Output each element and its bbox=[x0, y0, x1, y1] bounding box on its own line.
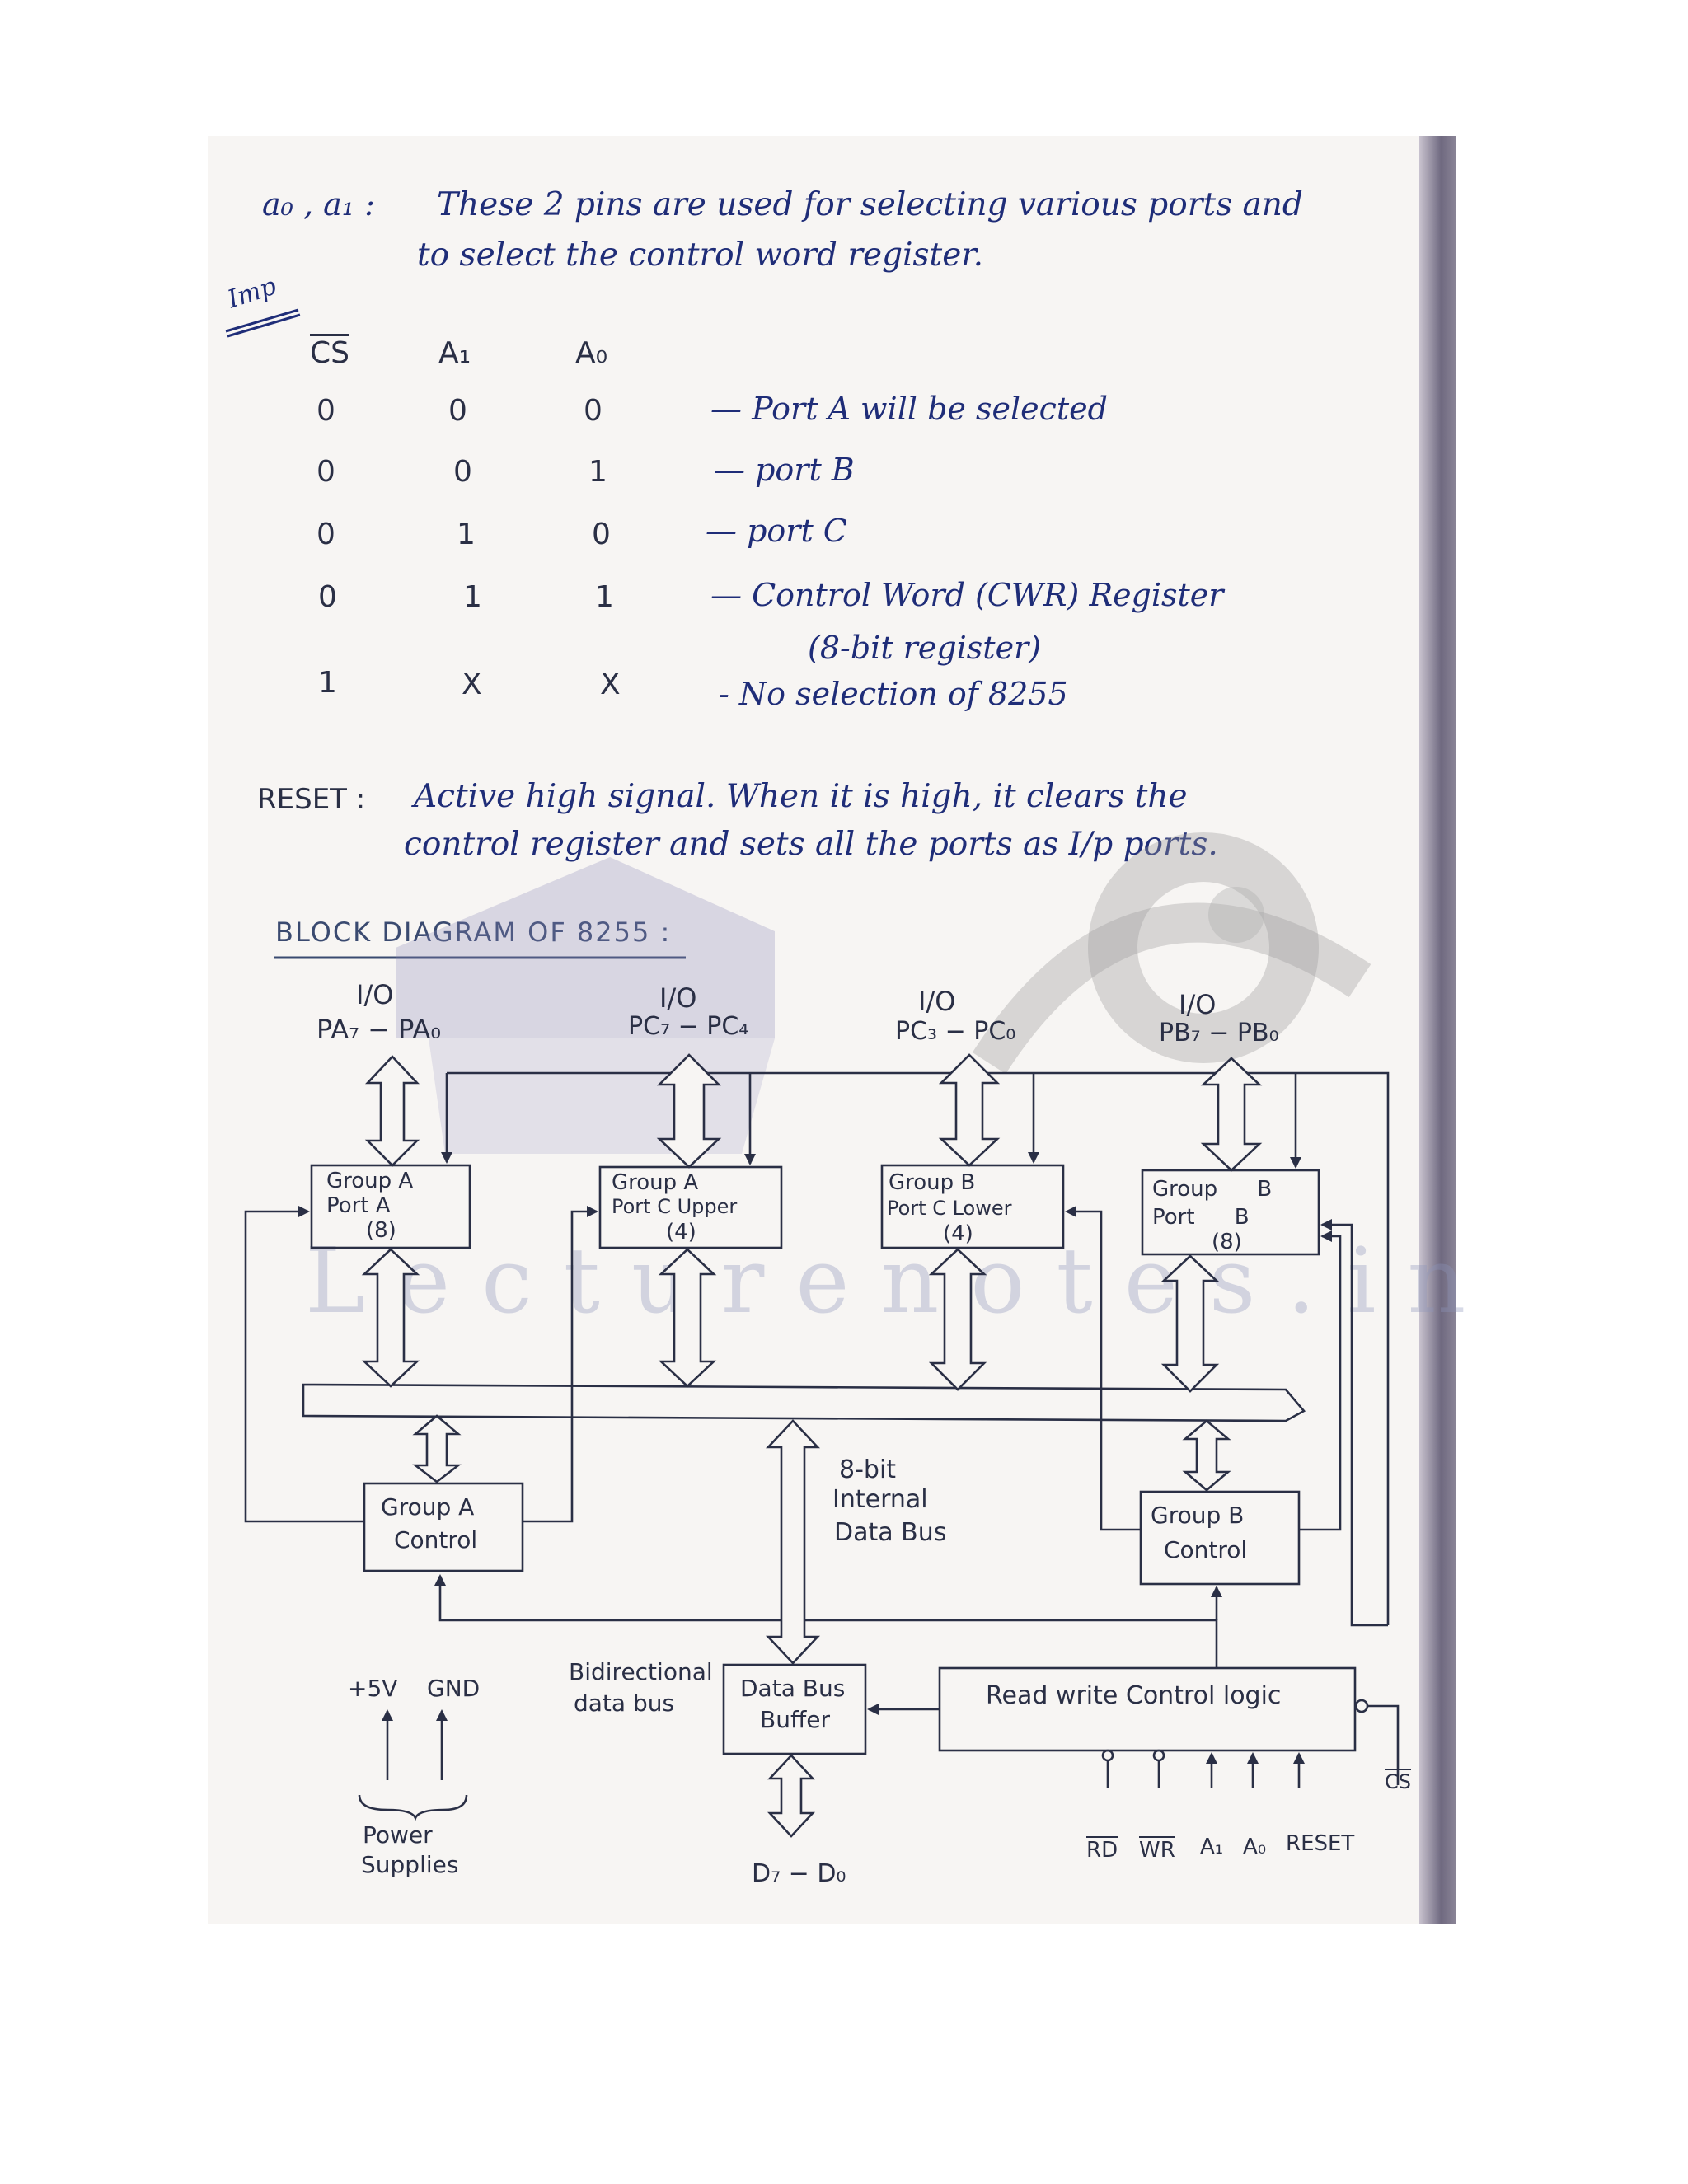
data-bus-buffer-label-2: Buffer bbox=[760, 1706, 830, 1733]
port-a-label-3: (8) bbox=[366, 1218, 396, 1243]
port-a-pins: PA₇ − PA₀ bbox=[316, 1014, 442, 1045]
diagram-title: BLOCK DIAGRAM OF 8255 : bbox=[275, 916, 672, 948]
header-a1: A₁ bbox=[438, 336, 471, 370]
power-5v-label: +5V bbox=[348, 1675, 398, 1702]
port-cu-label-3: (4) bbox=[666, 1220, 696, 1244]
group-b-control-label-2: Control bbox=[1164, 1536, 1248, 1563]
reset-line-1: Active high signal. When it is high, it … bbox=[414, 778, 1188, 815]
row2-desc: — port B bbox=[714, 452, 855, 488]
row4-desc-2: (8-bit register) bbox=[808, 630, 1042, 666]
row5-desc: - No selection of 8255 bbox=[719, 676, 1068, 712]
pins-label: a₀ , a₁ : bbox=[262, 186, 375, 223]
port-a-io: I/O bbox=[356, 979, 394, 1010]
row1-a0: 0 bbox=[584, 394, 603, 428]
pin-a0: A₀ bbox=[1243, 1835, 1267, 1859]
port-cl-label-1: Group B bbox=[889, 1170, 976, 1195]
group-a-control-label-2: Control bbox=[394, 1526, 478, 1554]
bidirectional-label-2: data bus bbox=[574, 1690, 675, 1717]
group-a-control-label-1: Group A bbox=[381, 1493, 475, 1521]
pin-a1: A₁ bbox=[1200, 1835, 1224, 1859]
row4-cs: 0 bbox=[318, 580, 337, 614]
port-b-label-1: Group B bbox=[1152, 1177, 1273, 1202]
watermark-text: Lecturenotes.in bbox=[305, 1228, 1498, 1333]
bus-arrow-pc-lower bbox=[938, 1053, 1001, 1167]
internal-bus-bar bbox=[302, 1383, 1306, 1422]
port-b-io: I/O bbox=[1179, 989, 1217, 1020]
row3-a1: 1 bbox=[457, 518, 476, 551]
group-b-control-block bbox=[1139, 1490, 1301, 1586]
power-supplies-label-2: Supplies bbox=[361, 1851, 459, 1878]
port-cl-label-3: (4) bbox=[943, 1221, 973, 1246]
power-supplies-label-1: Power bbox=[363, 1821, 433, 1849]
row1-cs: 0 bbox=[316, 394, 335, 428]
row4-desc: — Control Word (CWR) Register bbox=[710, 577, 1224, 613]
port-b-label-2: Port B bbox=[1152, 1205, 1250, 1230]
group-b-control-label-1: Group B bbox=[1151, 1502, 1245, 1529]
row2-a0: 1 bbox=[588, 455, 607, 489]
port-c-lower-pins: PC₃ − PC₀ bbox=[895, 1017, 1016, 1046]
row1-a1: 0 bbox=[448, 394, 467, 428]
row5-cs: 1 bbox=[318, 666, 337, 700]
port-c-upper-pins: PC₇ − PC₄ bbox=[628, 1012, 749, 1041]
bus-arrow-b-down bbox=[1160, 1254, 1220, 1393]
bus-arrow-a-down bbox=[361, 1248, 420, 1388]
port-a-label-1: Group A bbox=[326, 1169, 414, 1193]
group-a-control-block bbox=[363, 1482, 524, 1572]
arrow-to-group-b-control bbox=[1182, 1419, 1231, 1492]
port-a-block bbox=[310, 1164, 471, 1249]
internal-bus-label-3: Data Bus bbox=[834, 1518, 947, 1547]
port-b-pins: PB₇ − PB₀ bbox=[1159, 1019, 1279, 1047]
internal-bus-label-1: 8-bit bbox=[839, 1455, 897, 1484]
bus-arrow-cu-down bbox=[658, 1248, 717, 1388]
pin-rd: RD bbox=[1086, 1838, 1118, 1863]
bus-arrow-data bbox=[767, 1754, 815, 1838]
port-cu-label-2: Port C Upper bbox=[612, 1195, 738, 1218]
bus-arrow-pa bbox=[364, 1055, 420, 1167]
bus-arrow-internal bbox=[765, 1419, 821, 1665]
intro-line-2: to select the control word register. bbox=[417, 237, 984, 274]
row5-a0: X bbox=[600, 668, 621, 701]
row2-a1: 0 bbox=[453, 455, 472, 489]
data-bus-buffer-label-1: Data Bus bbox=[740, 1675, 846, 1702]
data-bus-buffer-block bbox=[722, 1663, 867, 1755]
row4-a0: 1 bbox=[595, 580, 614, 614]
intro-line-1: These 2 pins are used for selecting vari… bbox=[437, 186, 1303, 223]
port-a-label-2: Port A bbox=[326, 1193, 391, 1218]
internal-bus-label-2: Internal bbox=[832, 1485, 928, 1514]
bus-arrow-pb bbox=[1200, 1057, 1263, 1172]
page-edge-shadow bbox=[1419, 136, 1456, 1924]
header-cs: CS bbox=[310, 336, 349, 370]
pin-reset: RESET bbox=[1286, 1831, 1355, 1856]
notebook-page bbox=[208, 136, 1434, 1924]
port-c-upper-block bbox=[598, 1165, 783, 1249]
row3-cs: 0 bbox=[316, 518, 335, 551]
row3-desc: — port C bbox=[706, 513, 847, 549]
row1-desc: — Port A will be selected bbox=[710, 391, 1108, 427]
rw-logic-label: Read write Control logic bbox=[986, 1681, 1282, 1710]
power-gnd-label: GND bbox=[427, 1675, 481, 1702]
row4-a1: 1 bbox=[463, 580, 482, 614]
arrow-to-group-a-control bbox=[412, 1414, 462, 1483]
diagram-title-underline bbox=[274, 956, 686, 959]
port-cl-label-2: Port C Lower bbox=[887, 1197, 1012, 1220]
bus-arrow-pc-upper bbox=[656, 1053, 722, 1169]
reset-label: RESET : bbox=[257, 783, 366, 816]
row5-a1: X bbox=[462, 668, 482, 701]
port-b-label-3: (8) bbox=[1212, 1230, 1242, 1254]
data-pins-label: D₇ − D₀ bbox=[752, 1859, 846, 1888]
row3-a0: 0 bbox=[592, 518, 611, 551]
bus-arrow-cl-down bbox=[928, 1248, 987, 1391]
port-c-lower-block bbox=[880, 1164, 1065, 1249]
port-c-upper-io: I/O bbox=[659, 982, 697, 1014]
pin-cs: CS bbox=[1385, 1770, 1411, 1793]
bidirectional-label-1: Bidirectional bbox=[569, 1658, 713, 1685]
port-cu-label-1: Group A bbox=[612, 1170, 699, 1195]
header-a0: A₀ bbox=[575, 336, 608, 370]
row2-cs: 0 bbox=[316, 455, 335, 489]
reset-line-2: control register and sets all the ports … bbox=[404, 826, 1218, 863]
pin-wr: WR bbox=[1139, 1838, 1175, 1863]
imp-underline bbox=[225, 308, 301, 338]
port-c-lower-io: I/O bbox=[918, 986, 956, 1017]
